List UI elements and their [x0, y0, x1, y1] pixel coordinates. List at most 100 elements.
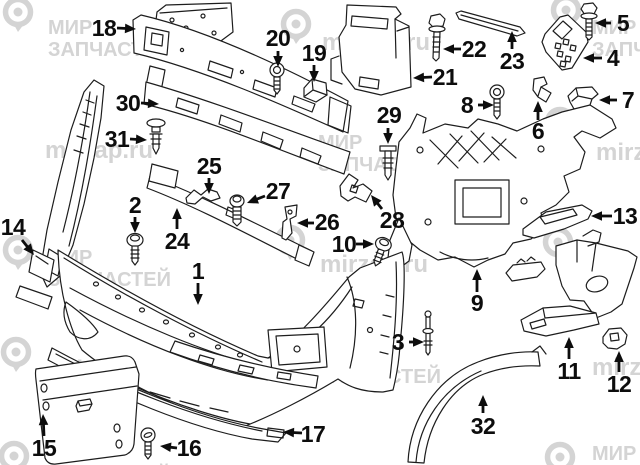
callout-4[interactable]: 4 [583, 45, 620, 71]
part-16-screw [140, 427, 156, 460]
callout-number: 1 [192, 258, 205, 284]
callout-arrowhead [130, 222, 140, 233]
callout-6[interactable]: 6 [532, 101, 545, 144]
part-11-side-bracket [505, 229, 638, 337]
callout-18[interactable]: 18 [92, 15, 136, 41]
part-14-flap [15, 249, 55, 310]
callout-number: 11 [557, 358, 581, 384]
callout-22[interactable]: 22 [443, 36, 487, 62]
callout-number: 14 [1, 214, 26, 240]
callout-31[interactable]: 31 [105, 126, 147, 152]
callout-arrowhead [247, 194, 259, 204]
part-19-clip [303, 78, 328, 103]
part-23-strip [455, 10, 526, 37]
callout-number: 29 [377, 102, 402, 128]
callout-14[interactable]: 14 [1, 214, 34, 255]
callout-number: 17 [301, 421, 326, 447]
callout-2[interactable]: 2 [129, 192, 142, 233]
callout-arrow-tail [42, 422, 46, 437]
part-lower-skid [169, 340, 319, 389]
callout-arrowhead [583, 53, 594, 63]
callout-25[interactable]: 25 [197, 153, 222, 194]
callout-number: 31 [105, 126, 130, 152]
callout-30[interactable]: 30 [116, 90, 159, 116]
part-29-rivet [379, 145, 397, 181]
callout-arrowhead [472, 269, 482, 280]
callout-number: 21 [433, 64, 458, 90]
callout-arrowhead [124, 23, 136, 34]
callout-29[interactable]: 29 [377, 102, 402, 144]
callout-20[interactable]: 20 [266, 25, 291, 67]
callout-11[interactable]: 11 [557, 337, 582, 384]
callout-number: 9 [471, 290, 483, 316]
watermark-brand-text: МИР [592, 17, 636, 39]
callout-number: 10 [332, 231, 357, 257]
callout-arrowhead [363, 239, 374, 249]
callout-arrowhead [383, 133, 393, 144]
callout-arrowhead [172, 208, 182, 219]
callout-number: 4 [607, 45, 620, 71]
callout-number: 3 [392, 329, 404, 355]
callout-32[interactable]: 32 [471, 395, 496, 439]
part-3-pin [422, 310, 434, 356]
part-4-textured-bracket [541, 14, 589, 71]
callout-8[interactable]: 8 [461, 92, 494, 118]
callout-7[interactable]: 7 [599, 87, 635, 113]
callout-1[interactable]: 1 [192, 258, 205, 305]
callout-28[interactable]: 28 [371, 195, 405, 233]
callout-number: 30 [116, 90, 141, 116]
callout-number: 23 [500, 48, 525, 74]
callout-12[interactable]: 12 [607, 351, 632, 397]
brand-pin-icon [0, 336, 32, 372]
callout-24[interactable]: 24 [165, 208, 190, 254]
callout-number: 32 [471, 413, 496, 439]
callout-number: 15 [32, 435, 57, 461]
callout-3[interactable]: 3 [392, 329, 424, 355]
brand-pin-icon [280, 8, 312, 44]
callout-number: 6 [532, 118, 544, 144]
part-9-carrier-panel [387, 104, 617, 271]
callout-arrowhead [478, 395, 488, 406]
callout-15[interactable]: 15 [32, 414, 57, 461]
callout-16[interactable]: 16 [160, 435, 202, 461]
callout-23[interactable]: 23 [500, 31, 525, 74]
callout-5[interactable]: 5 [595, 10, 630, 36]
callout-arrowhead [595, 18, 606, 28]
watermark-brand-text: МИР [592, 443, 636, 465]
callout-26[interactable]: 26 [297, 209, 340, 235]
callout-27[interactable]: 27 [247, 178, 291, 204]
part-2-screw [126, 232, 144, 266]
part-15-license-bracket [34, 355, 140, 465]
part-12-clip [602, 327, 628, 350]
callout-19[interactable]: 19 [302, 40, 327, 82]
callout-arrowhead [147, 98, 159, 109]
callout-9[interactable]: 9 [471, 269, 484, 316]
callout-number: 7 [622, 87, 634, 113]
part-8-screw [489, 84, 505, 120]
watermark-site-text: mirzap.ru [596, 139, 640, 166]
callout-arrowhead [160, 442, 172, 453]
callout-arrowhead [273, 56, 283, 67]
part-13-bracket [522, 204, 593, 239]
part-32-wheel-arch-trim [407, 345, 547, 464]
callout-arrowhead [283, 427, 295, 438]
callout-number: 16 [177, 435, 202, 461]
brand-pin-icon [544, 441, 576, 465]
callout-arrowhead [413, 72, 425, 83]
callout-17[interactable]: 17 [283, 421, 326, 447]
callout-arrowhead [533, 101, 543, 112]
callout-arrowhead [599, 95, 610, 105]
callout-21[interactable]: 21 [413, 64, 458, 90]
callout-10[interactable]: 10 [332, 231, 374, 257]
parts-line-art [15, 2, 638, 465]
callout-arrowhead [23, 243, 34, 255]
callout-arrowhead [38, 414, 49, 426]
callout-number: 18 [92, 15, 117, 41]
part-25-clip [185, 188, 221, 205]
callout-arrowhead [507, 31, 517, 42]
callout-number: 19 [302, 40, 327, 66]
callout-arrowhead [413, 337, 424, 347]
callout-arrowhead [297, 218, 308, 228]
callout-13[interactable]: 13 [591, 203, 638, 229]
